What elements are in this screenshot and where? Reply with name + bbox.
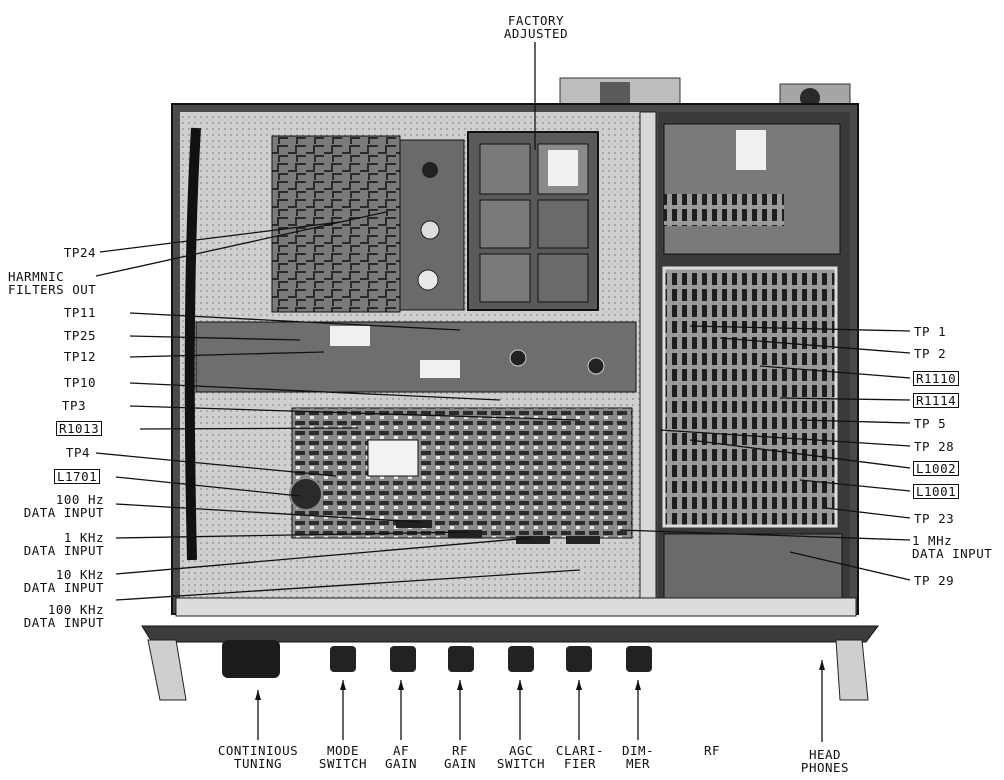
continious-tuning-label: CONTINIOUS TUNING	[217, 743, 299, 771]
l1701-label: L1701	[54, 469, 101, 484]
factory-adjusted-module	[467, 131, 599, 311]
r1013-label: R1013	[56, 421, 103, 436]
tp11-label: TP11	[63, 305, 96, 320]
tp5-label: TP 5	[914, 416, 947, 431]
leader-lines	[95, 42, 911, 742]
tp29-label: TP 29	[914, 573, 955, 588]
tp2-label: TP 2	[914, 346, 947, 361]
khz1-label: 1 KHz DATA INPUT	[23, 530, 104, 558]
tp3-label: TP3	[61, 398, 86, 413]
hz100-label: 100 Hz DATA INPUT	[23, 492, 104, 520]
tp25-label: TP25	[63, 328, 96, 343]
right-upper-board	[663, 123, 841, 255]
front-panel	[141, 597, 879, 701]
factory-adjusted-label: FACTORY ADJUSTED	[503, 13, 569, 41]
rf-label: RF	[703, 743, 721, 758]
l1002-label: L1002	[913, 461, 960, 476]
khz10-label: 10 KHz DATA INPUT	[23, 567, 104, 595]
khz100-label: 100 KHz DATA INPUT	[23, 602, 104, 630]
tp12-label: TP12	[63, 349, 96, 364]
right-lower-board	[662, 266, 843, 605]
mode-switch-label: MODE SWITCH	[318, 743, 368, 771]
r1114-label: R1114	[913, 393, 960, 408]
rf-gain-label: RF GAIN	[443, 743, 477, 771]
tp28-label: TP 28	[914, 439, 955, 454]
clarifier-label: CLARI- FIER	[555, 743, 605, 771]
tp1-label: TP 1	[914, 324, 947, 339]
harmonic-filter-board	[271, 135, 465, 313]
harmnic-filters-label: HARMNIC FILTERS OUT	[8, 269, 97, 297]
arrowheads	[255, 660, 825, 700]
r1110-label: R1110	[913, 371, 960, 386]
agc-switch-label: AGC SWITCH	[496, 743, 546, 771]
af-gain-label: AF GAIN	[384, 743, 418, 771]
mhz1-label: 1 MHz DATA INPUT	[912, 533, 993, 561]
dimmer-label: DIM- MER	[621, 743, 655, 771]
main-board	[195, 321, 637, 544]
tp23-label: TP 23	[914, 511, 955, 526]
tp4-label: TP4	[65, 445, 90, 460]
tp10-label: TP10	[63, 375, 96, 390]
tp24-label: TP24	[63, 245, 96, 260]
l1001-label: L1001	[913, 484, 960, 499]
head-phones-label: HEAD PHONES	[800, 747, 850, 775]
